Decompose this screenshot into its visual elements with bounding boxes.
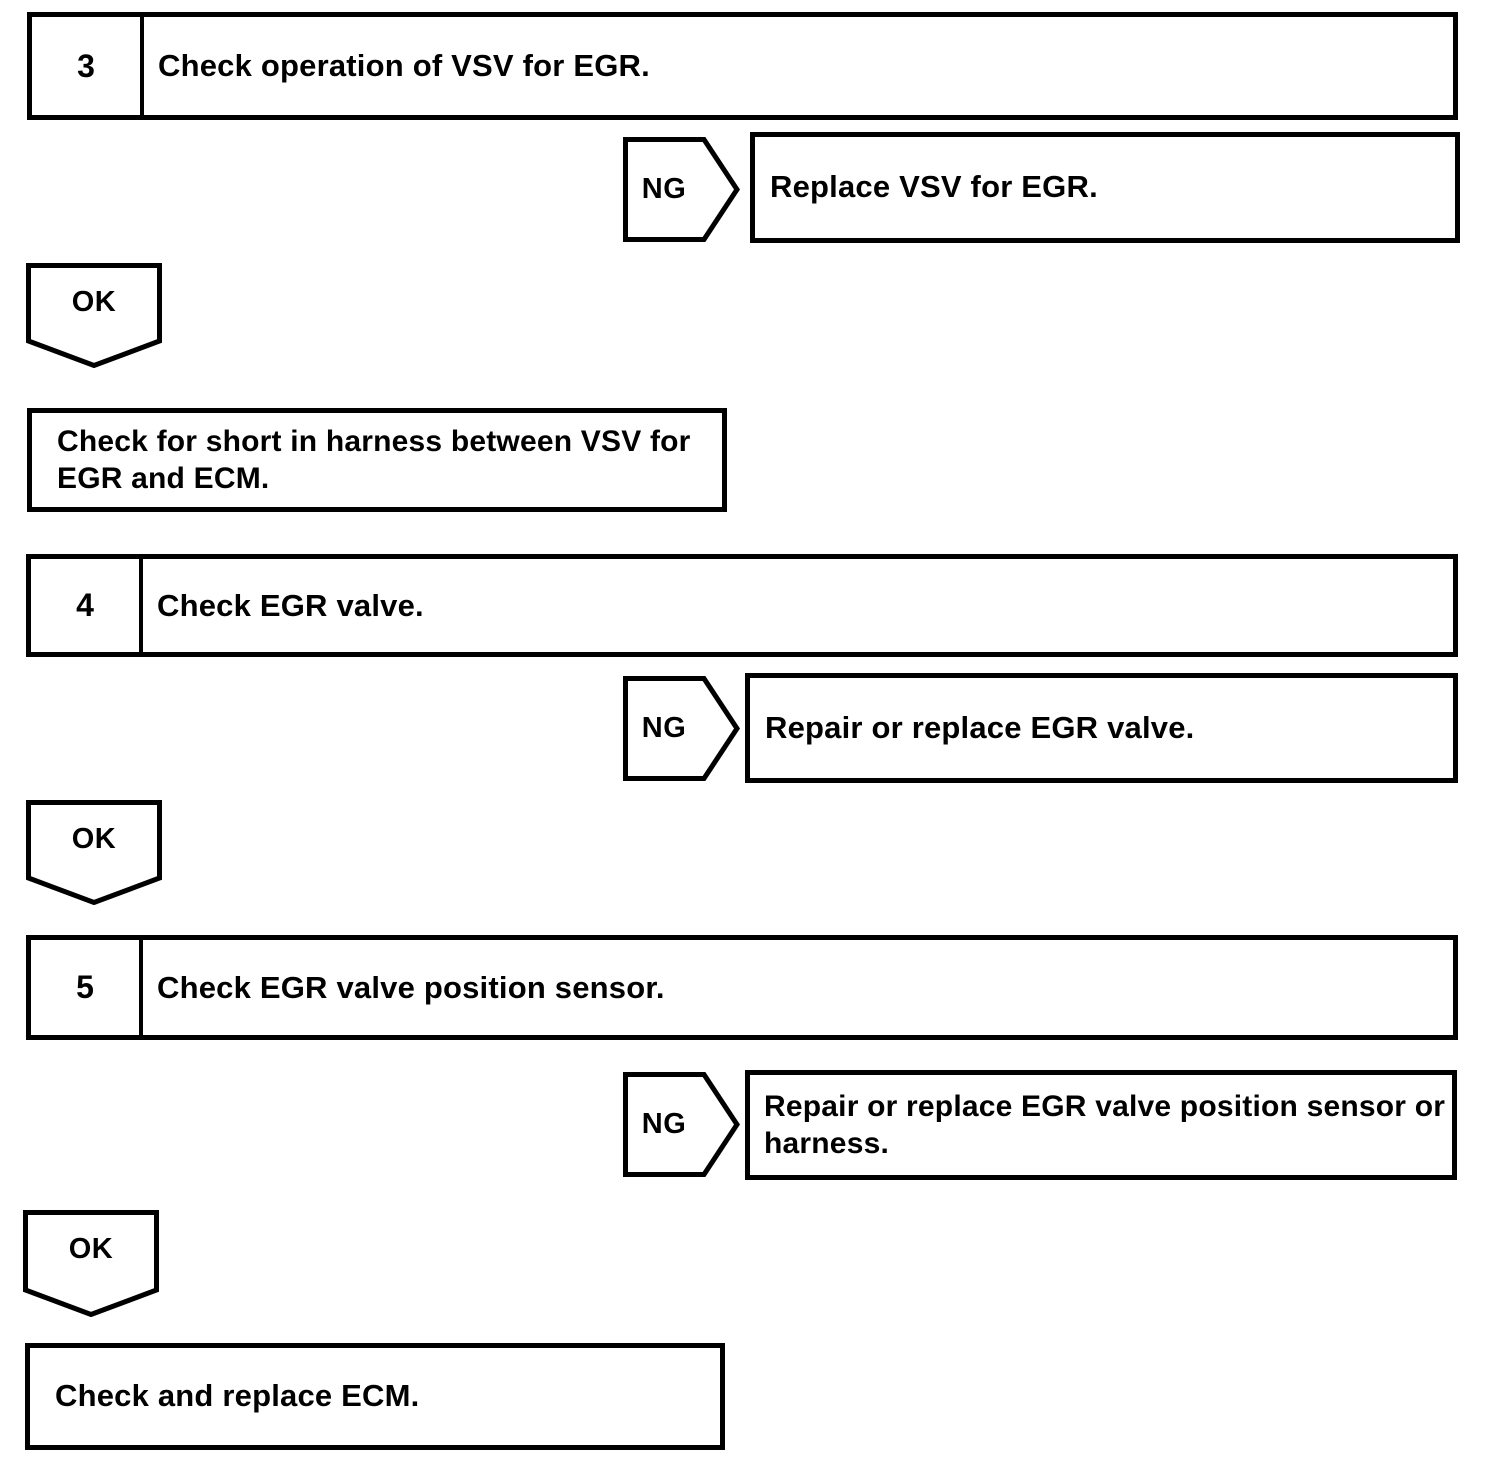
ng-connector-1: NG — [623, 137, 740, 242]
step-title: Check EGR valve. — [157, 587, 424, 623]
result-text: Replace VSV for EGR. — [770, 169, 1098, 205]
ng-pentagon-icon — [623, 137, 740, 242]
ng-connector-2: NG — [623, 676, 740, 781]
ok-connector-3: OK — [23, 1210, 159, 1317]
ok-pentagon-icon — [26, 263, 162, 368]
ng-label: NG — [641, 173, 687, 205]
ng-pentagon-icon — [623, 1072, 740, 1177]
ng-pentagon-icon — [623, 676, 740, 781]
step-number: 5 — [31, 940, 143, 1035]
result-text: Repair or replace EGR valve. — [765, 709, 1195, 745]
ng-label: NG — [641, 712, 687, 744]
ok-label: OK — [68, 1232, 114, 1265]
ng-connector-3: NG — [623, 1072, 740, 1177]
step-box-4: 4 Check EGR valve. — [26, 554, 1458, 657]
ok-label: OK — [71, 822, 117, 855]
result-box-3: Repair or replace EGR valve position sen… — [745, 1070, 1457, 1180]
result-box-1: Replace VSV for EGR. — [750, 132, 1460, 243]
ok-connector-2: OK — [26, 800, 162, 905]
step-number: 3 — [32, 17, 144, 115]
step-box-3: 3 Check operation of VSV for EGR. — [27, 12, 1458, 120]
step-title: Check EGR valve position sensor. — [157, 969, 665, 1005]
step-box-5: 5 Check EGR valve position sensor. — [26, 935, 1458, 1040]
action-text: Check for short in harness between VSV f… — [57, 424, 691, 496]
step-number: 4 — [31, 559, 143, 652]
action-box-harness-short: Check for short in harness between VSV f… — [27, 408, 727, 512]
step-title: Check operation of VSV for EGR. — [158, 48, 650, 83]
final-action-box: Check and replace ECM. — [25, 1343, 725, 1450]
final-action-text: Check and replace ECM. — [55, 1378, 420, 1414]
ok-label: OK — [71, 285, 117, 318]
result-box-2: Repair or replace EGR valve. — [745, 673, 1458, 783]
ok-connector-1: OK — [26, 263, 162, 368]
ng-label: NG — [641, 1108, 687, 1140]
result-text: Repair or replace EGR valve position sen… — [764, 1089, 1446, 1161]
ok-pentagon-icon — [23, 1210, 159, 1317]
ok-pentagon-icon — [26, 800, 162, 905]
